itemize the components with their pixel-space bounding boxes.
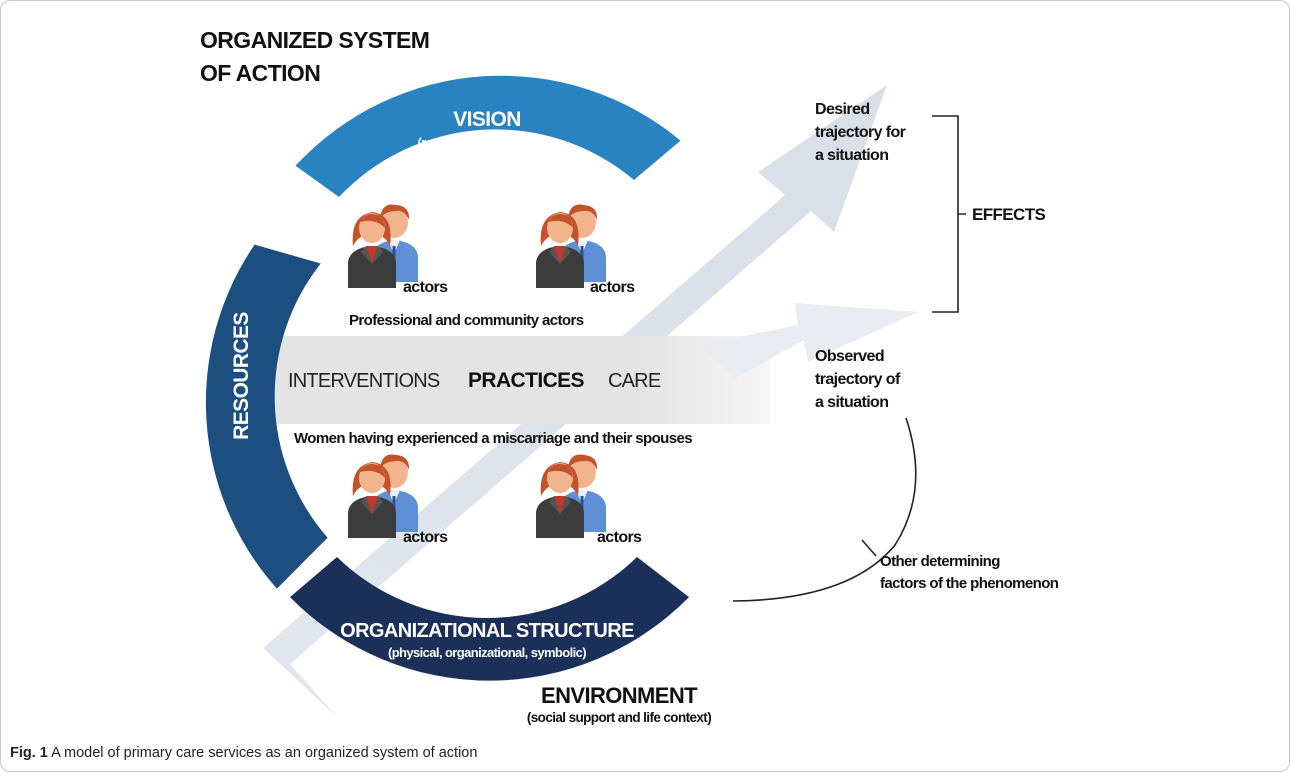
- actors-label: actors: [403, 529, 448, 546]
- desired-line1: Desired: [815, 101, 870, 118]
- actors-icon: [348, 454, 418, 538]
- other-factors-line2: factors of the phenomenon: [880, 575, 1059, 592]
- resources-arc: [205, 244, 328, 589]
- structure-arc: [290, 557, 689, 681]
- environment-sub: (social support and life context): [527, 710, 711, 725]
- vision-arc: [295, 75, 681, 197]
- desired-line2: trajectory for: [815, 124, 906, 141]
- diagram-title-line2: OF ACTION: [200, 60, 320, 86]
- vision-sub: (representations, beliefs): [418, 135, 557, 150]
- practices-interventions: INTERVENTIONS: [288, 370, 440, 392]
- practices-band: [258, 336, 770, 424]
- practices-care: CARE: [608, 370, 661, 392]
- resources-label: RESOURCES: [230, 312, 253, 440]
- structure-sub: (physical, organizational, symbolic): [388, 645, 586, 660]
- effects-bracket: [932, 115, 966, 313]
- desired-line3: a situation: [815, 147, 888, 164]
- women-label: Women having experienced a miscarriage a…: [294, 430, 692, 447]
- observed-trajectory-arrow: [700, 303, 918, 378]
- actors-icon: [536, 454, 606, 538]
- caption-label: Fig. 1: [10, 745, 48, 761]
- actors-icon: [348, 204, 418, 288]
- observed-line1: Observed: [815, 348, 884, 365]
- practices-center: PRACTICES: [468, 369, 585, 392]
- other-factors-line1: Other determining: [880, 553, 1000, 570]
- actors-label: actors: [403, 279, 448, 296]
- professional-actors-label: Professional and community actors: [349, 312, 584, 329]
- figure-caption: Fig. 1 A model of primary care services …: [10, 745, 477, 761]
- structure-label: ORGANIZATIONAL STRUCTURE: [340, 620, 634, 642]
- actors-label: actors: [590, 279, 635, 296]
- observed-line3: a situation: [815, 394, 888, 411]
- actors-label: actors: [597, 529, 642, 546]
- caption-text: A model of primary care services as an o…: [51, 745, 478, 761]
- observed-line2: trajectory of: [815, 371, 901, 388]
- other-factors-curve: [732, 417, 917, 602]
- other-factors-pointer: [861, 539, 877, 557]
- diagram-title-line1: ORGANIZED SYSTEM: [200, 27, 429, 53]
- vision-label: VISION: [453, 108, 521, 131]
- environment-label: ENVIRONMENT: [541, 683, 698, 708]
- actors-icon: [536, 204, 606, 288]
- effects-label: EFFECTS: [972, 205, 1046, 224]
